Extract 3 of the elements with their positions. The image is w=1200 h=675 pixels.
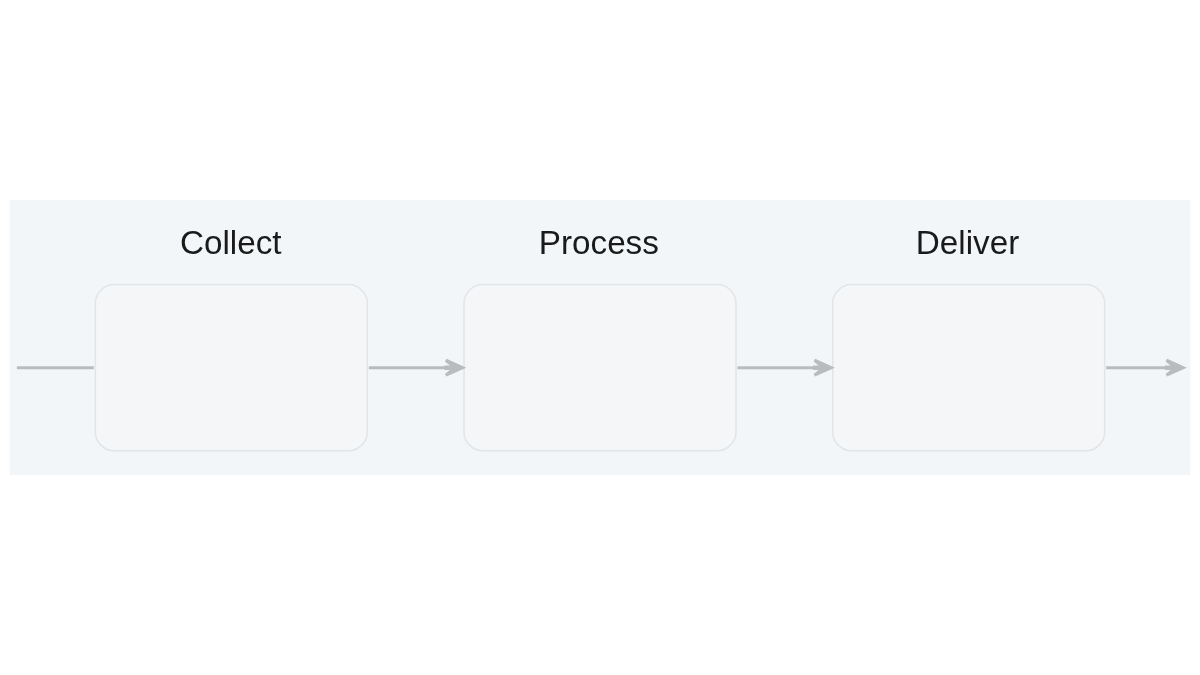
node-label: Collect <box>179 223 282 261</box>
node-label: Deliver <box>915 223 1020 261</box>
node-label: Process <box>538 223 659 261</box>
